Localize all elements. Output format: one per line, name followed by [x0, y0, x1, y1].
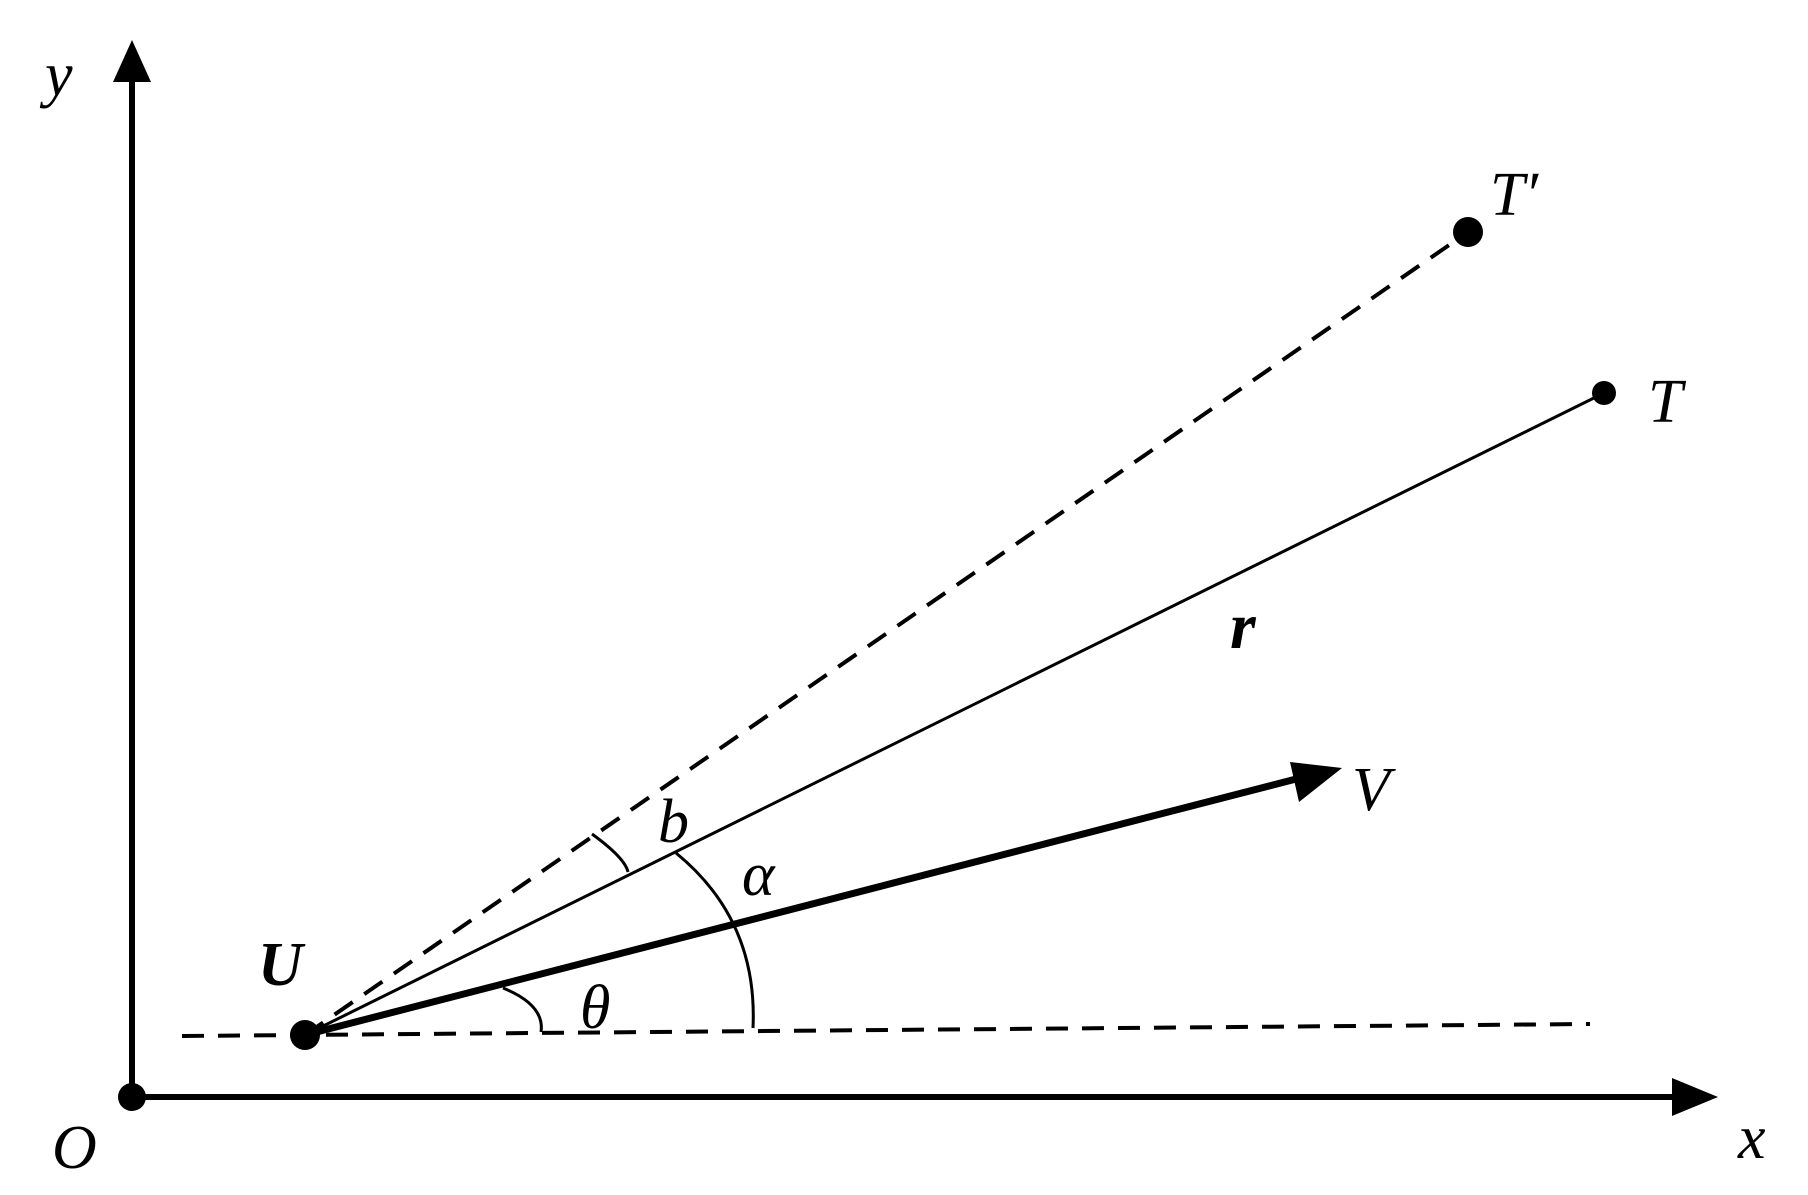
point-t [1592, 381, 1616, 405]
angle-arc-b [591, 832, 630, 873]
origin-point [118, 1083, 146, 1111]
angle-alpha-label: α [742, 841, 776, 909]
vector-r-label: r [1230, 590, 1257, 663]
origin-label: O [52, 1114, 97, 1182]
angle-theta-label: θ [580, 974, 610, 1042]
velocity-vector-arrowhead [1290, 762, 1342, 802]
horizontal-reference-dashed [181, 1022, 1591, 1038]
x-axis-arrowhead [1672, 1078, 1718, 1116]
line-u-to-t-prime-dashed [303, 230, 1470, 1037]
angle-b-label: b [658, 788, 689, 856]
point-t-prime-label: T′ [1490, 161, 1539, 229]
point-t-prime [1453, 217, 1483, 247]
angle-arc-theta [502, 986, 543, 1033]
y-axis-label: y [39, 41, 73, 109]
point-t-label: T [1648, 368, 1687, 436]
x-axis-label: x [1737, 1104, 1766, 1172]
angle-arc-alpha [675, 851, 755, 1029]
line-u-to-t [304, 391, 1605, 1037]
velocity-vector-line [304, 774, 1301, 1039]
y-axis-arrowhead [113, 40, 151, 82]
point-u [290, 1020, 320, 1050]
vector-v-label: V [1352, 756, 1396, 824]
point-u-label: U [258, 931, 306, 999]
